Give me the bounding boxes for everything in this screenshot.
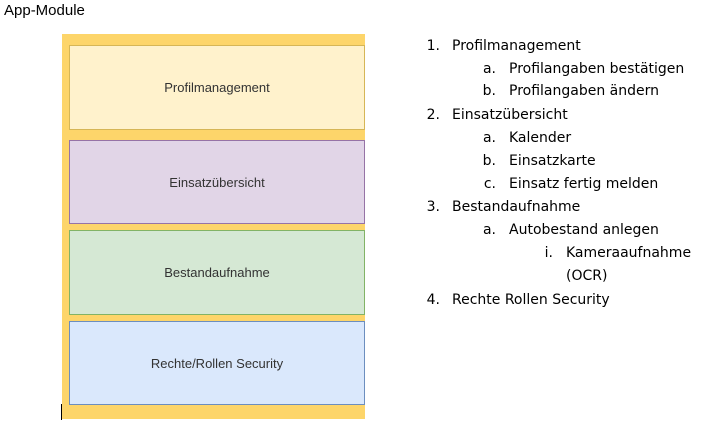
outline-text: Einsatz fertig melden [509,176,659,192]
module-label-bestandaufnahme: Bestandaufnahme [164,265,270,280]
text-cursor [61,404,62,420]
module-label-rechte-rollen-security: Rechte/Rollen Security [150,355,284,371]
outline-marker: 4. [426,292,440,308]
outline-text: Autobestand anlegen [509,222,659,238]
app-modules-diagram: Profilmanagement Einsatzübersicht Bestan… [62,34,365,419]
outline-marker: a. [482,222,496,238]
outline-text: Bestandaufnahme [452,199,581,215]
outline-text: Rechte Rollen Security [452,292,610,308]
outline-marker: i. [544,245,553,261]
outline-marker: 1. [426,38,440,54]
outline-text: Einsatzübersicht [452,107,568,123]
outline-text: Profilangaben bestätigen [509,61,685,77]
module-label-einsatzuebersicht: Einsatzübersicht [169,174,265,190]
outline-marker: a. [482,130,496,146]
module-profilmanagement[interactable]: Profilmanagement [69,45,365,130]
outline-text: (OCR) [566,268,608,284]
outline-marker: 2. [426,107,440,123]
outline-marker: c. [483,176,496,192]
outline-text: Profilmanagement [452,38,581,54]
outline-marker: a. [482,61,496,77]
module-label-profilmanagement: Profilmanagement [164,80,270,95]
outline-text: Kalender [509,130,572,146]
outline-marker: b. [482,83,496,99]
module-einsatzuebersicht[interactable]: Einsatzübersicht [69,140,365,224]
outline-text: Kameraaufnahme [566,245,692,261]
outline-text: Einsatzkarte [509,153,596,169]
module-bestandaufnahme[interactable]: Bestandaufnahme [69,230,365,315]
outline-marker: 3. [426,199,440,215]
module-rechte-rollen-security[interactable]: Rechte/Rollen Security [69,321,365,405]
outline-marker: b. [482,153,496,169]
page-title: App-Module [4,2,85,19]
outline-text: Profilangaben ändern [509,83,659,99]
